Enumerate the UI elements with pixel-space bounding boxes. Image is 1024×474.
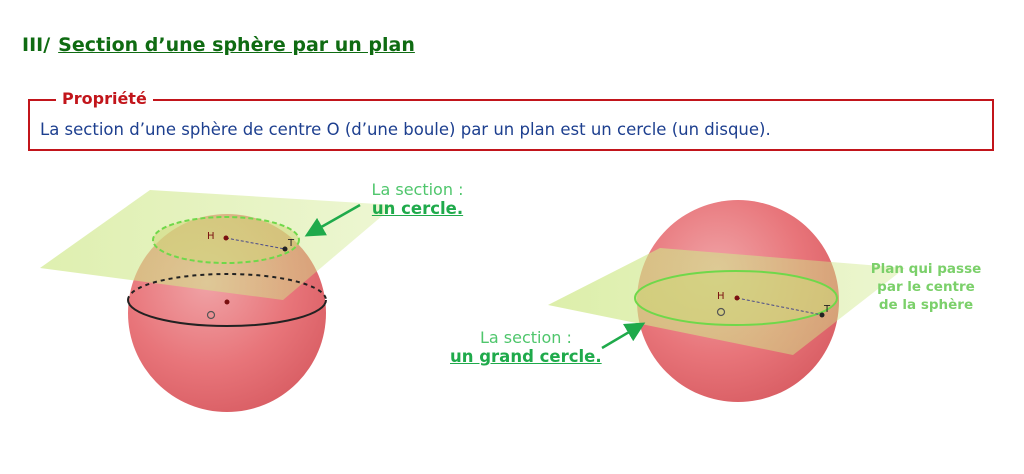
caption-arrow-1: [304, 203, 361, 237]
section-title: Section d’une sphère par un plan: [58, 34, 415, 56]
point-h-1: [223, 235, 229, 241]
label-t-2: T: [823, 304, 831, 315]
radius-ht-1: [225, 237, 286, 250]
point-center-1: [224, 299, 230, 305]
point-t-1: [282, 246, 288, 252]
point-o-marker-2: [716, 307, 726, 317]
caption-great-circle: La section : un grand cercle.: [450, 328, 625, 366]
sphere-figure-1: H T: [40, 190, 395, 412]
point-t-2: [819, 312, 825, 318]
radius-ht-2: [736, 297, 823, 316]
caption-section-circle: La section : un cercle.: [355, 180, 480, 218]
property-box: [28, 99, 994, 151]
caption-big-1: un cercle.: [371, 199, 464, 218]
point-o-marker-1: [206, 310, 216, 320]
plane-side-note: Plan qui passe par le centre de la sphèr…: [870, 261, 982, 313]
label-h-1: H: [207, 231, 215, 242]
label-h-2: H: [717, 291, 725, 302]
equator-front-1: [127, 299, 327, 327]
label-t-1: T: [287, 238, 295, 249]
point-h-2: [734, 295, 740, 301]
caption-small-2: La section :: [480, 328, 572, 347]
sphere-figure-2: H T: [548, 200, 905, 402]
section-number: III/: [22, 34, 51, 56]
sphere-figures: H T H T: [40, 190, 905, 412]
caption-arrow-2: [601, 322, 646, 350]
section-heading: III/Section d’une sphère par un plan: [22, 34, 415, 56]
equator-back-1: [127, 273, 327, 301]
caption-small-1: La section :: [371, 180, 464, 199]
property-label: Propriété: [56, 89, 153, 108]
caption-big-2: un grand cercle.: [450, 347, 602, 366]
property-text: La section d’une sphère de centre O (d’u…: [40, 120, 771, 139]
